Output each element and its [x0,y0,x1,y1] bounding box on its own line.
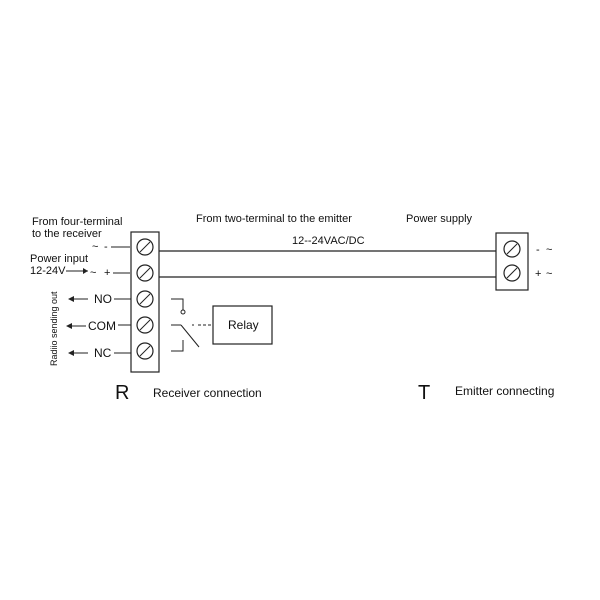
from-two-terminal-label: From two-terminal to the emitter [196,213,352,225]
receiver-screw-2 [136,264,154,282]
power-input-label-line2: 12-24V [30,265,66,277]
from-four-terminal-label-line1: From four-terminal [32,216,122,228]
relay-contacts [171,298,212,352]
receiver-screw-5 [136,342,154,360]
power-supply-screw-2 [503,264,521,282]
power-supply-screw-1 [503,240,521,258]
power-supply-minus-symbol: - [536,244,540,256]
power-input-label-line1: Power input [30,253,88,265]
receiver-ac-symbol-1: ~ [92,241,98,253]
com-label: COM [88,319,116,333]
receiver-screw-4 [136,316,154,334]
receiver-ac-symbol-2: ~ [90,267,96,279]
receiver-connection-label: Receiver connection [153,386,262,400]
power-supply-ac-symbol-2: ~ [546,268,552,280]
power-supply-plus-symbol: + [535,268,541,280]
no-label: NO [94,292,112,306]
receiver-screw-3 [136,290,154,308]
receiver-plus-symbol: + [104,267,110,279]
power-input-arrow-head [83,268,88,274]
emitter-connecting-label: Emitter connecting [455,384,554,398]
receiver-letter: R [115,382,129,404]
radio-sending-out-label: Radiio sending out [49,291,59,366]
power-supply-label: Power supply [406,213,473,225]
receiver-minus-symbol: - [104,241,108,253]
nc-label: NC [94,346,112,360]
nc-arrow-head [68,350,74,356]
power-supply-ac-symbol-1: ~ [546,244,552,256]
from-four-terminal-label-line2: to the receiver [32,228,102,240]
com-arrow-head [66,323,72,329]
voltage-label: 12--24VAC/DC [292,235,365,247]
no-arrow-head [68,296,74,302]
emitter-letter: T [418,382,430,404]
relay-label: Relay [228,318,259,332]
receiver-screw-1 [136,238,154,256]
relay-box [212,305,273,345]
